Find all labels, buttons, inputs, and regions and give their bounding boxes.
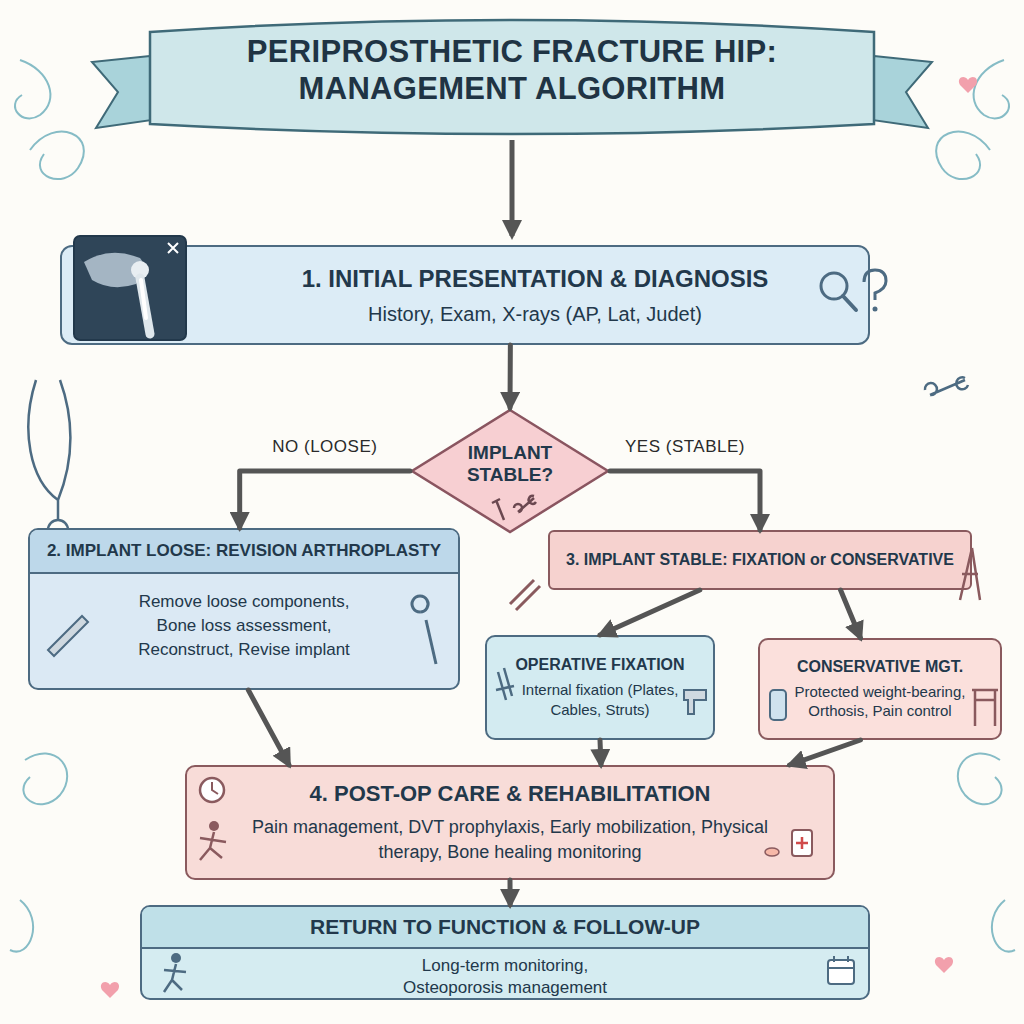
- walking-icon: [171, 953, 181, 963]
- person-icon: [209, 821, 219, 831]
- node-body: Protected weight-bearing, Orthosis, Pain…: [780, 682, 980, 721]
- flow-arrow: [610, 471, 760, 530]
- ribbon-tail: [92, 56, 152, 128]
- pill-icon: [765, 848, 779, 856]
- process-box: 4. POST-OP CARE & REHABILITATION Pain man…: [185, 765, 835, 880]
- branch-banner: 3. IMPLANT STABLE: FIXATION or CONSERVAT…: [548, 530, 972, 590]
- magnifier-icon: [821, 273, 847, 299]
- edge-label: YES (STABLE): [625, 437, 745, 457]
- title-ribbon: [150, 20, 874, 134]
- implant-icon: [412, 596, 436, 664]
- process-box: 2. IMPLANT LOOSE: REVISION ARTHROPLASTY R…: [28, 528, 460, 690]
- node-body: Pain management, DVT prophylaxis, Early …: [250, 815, 770, 864]
- plate-icon: [510, 580, 540, 610]
- title-arrow: [510, 140, 515, 236]
- node-body: Remove loose components, Bone loss asses…: [124, 590, 364, 661]
- screw-icon: [492, 499, 504, 520]
- person-icon: [200, 832, 226, 860]
- ribbon-tail: [872, 56, 932, 128]
- magnifier-icon: [843, 296, 856, 310]
- node-heading: 2. IMPLANT LOOSE: REVISION ARTHROPLASTY: [30, 530, 458, 574]
- xray-mark: [168, 243, 178, 253]
- medicine-icon: [796, 837, 808, 849]
- process-box: OPERATIVE FIXATION Internal fixation (Pla…: [485, 635, 715, 740]
- calendar-icon: [828, 960, 854, 984]
- node-heading: 1. INITIAL PRESENTATION & DIAGNOSIS: [302, 265, 769, 293]
- xray-implant-head: [131, 261, 149, 279]
- node-heading: 3. IMPLANT STABLE: FIXATION or CONSERVAT…: [566, 551, 954, 569]
- node-heading: IMPLANT STABLE?: [454, 442, 566, 486]
- swirl: [936, 132, 990, 179]
- bone-icon: [925, 377, 968, 395]
- flow-arrow: [248, 690, 289, 765]
- drill-icon: [684, 690, 706, 714]
- heart: [935, 957, 953, 973]
- node-heading: RETURN TO FUNCTION & FOLLOW-UP: [142, 907, 868, 949]
- clock-icon: [212, 782, 218, 794]
- orthosis-icon: [770, 690, 786, 720]
- flow-arrow: [508, 880, 513, 905]
- scalpel-icon: [48, 616, 88, 656]
- diamond-outline: [412, 410, 608, 532]
- crutch-icon: [960, 548, 980, 600]
- node-heading: 4. POST-OP CARE & REHABILITATION: [310, 781, 711, 807]
- process-box: RETURN TO FUNCTION & FOLLOW-UP Long-term …: [140, 905, 870, 1000]
- swirl: [30, 132, 84, 179]
- flow-arrow: [790, 740, 861, 765]
- process-box: CONSERVATIVE MGT. Protected weight-bearin…: [758, 638, 1002, 740]
- node-heading: CONSERVATIVE MGT.: [797, 658, 963, 676]
- flow-arrow: [240, 471, 410, 528]
- xray-pelvis: [84, 253, 144, 287]
- xray-stem: [141, 280, 146, 318]
- edge-label: NO (LOOSE): [272, 437, 377, 457]
- swirl: [10, 753, 67, 951]
- swirl: [958, 753, 1015, 951]
- flow-arrow: [841, 590, 861, 638]
- node-body: Long-term monitoring, Osteoporosis manag…: [385, 955, 625, 999]
- heart: [959, 77, 977, 93]
- flow-arrow: [600, 590, 700, 635]
- decision-diamond: IMPLANT STABLE?: [410, 408, 610, 534]
- walking-icon: [164, 964, 186, 992]
- node-heading: OPERATIVE FIXATION: [515, 656, 684, 674]
- medicine-icon: [792, 830, 812, 856]
- xray-film: [74, 236, 186, 340]
- heart: [101, 982, 119, 998]
- flow-arrow: [600, 740, 601, 765]
- swirl: [15, 60, 50, 118]
- question-icon: [864, 270, 886, 300]
- screw-icon: [496, 668, 514, 700]
- calendar-icon: [828, 956, 854, 968]
- node-body: History, Exam, X-rays (AP, Lat, Judet): [368, 303, 702, 326]
- walker-icon: [972, 690, 998, 726]
- clock-icon: [200, 778, 224, 802]
- question-icon: [873, 307, 878, 312]
- xray-femur: [140, 278, 150, 334]
- stethoscope: [28, 380, 70, 520]
- flow-arrow: [508, 345, 513, 408]
- title: PERIPROSTHETIC FRACTURE HIP: MANAGEMENT …: [196, 34, 828, 107]
- process-box: 1. INITIAL PRESENTATION & DIAGNOSIS Histo…: [60, 245, 870, 345]
- node-body: Internal fixation (Plates, Cables, Strut…: [500, 680, 700, 719]
- swirl: [974, 60, 1009, 118]
- bone-icon: [514, 496, 536, 512]
